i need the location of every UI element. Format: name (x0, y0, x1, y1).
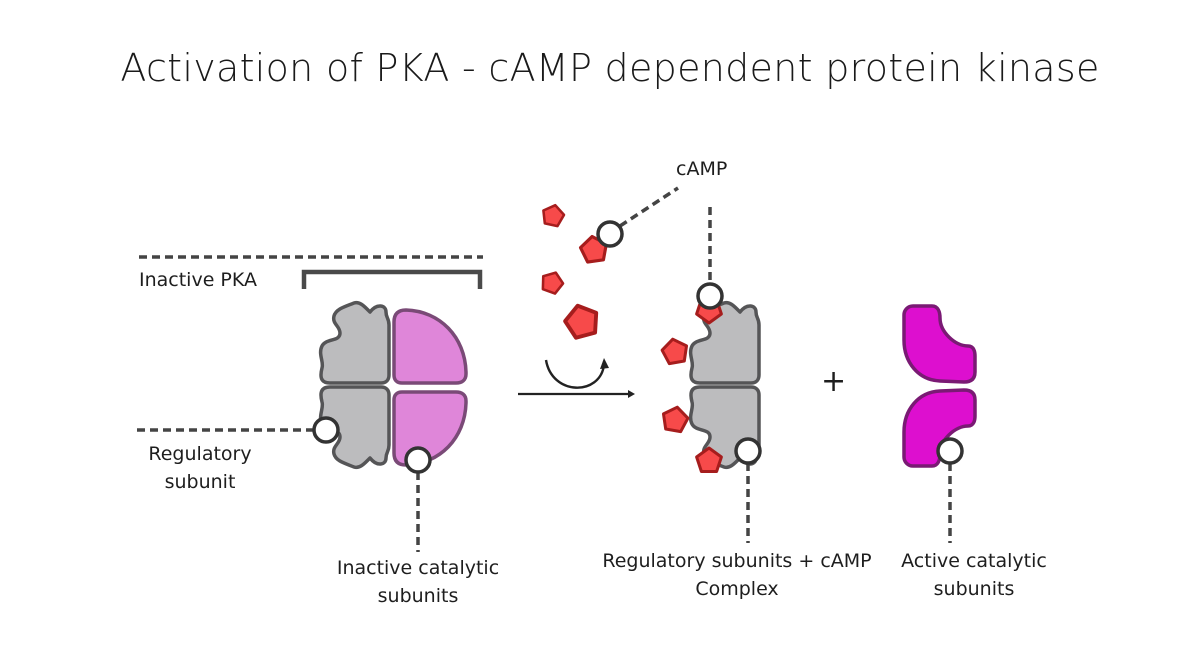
complex-marker (734, 437, 762, 465)
camp-molecule (537, 267, 567, 297)
camp-molecule (659, 403, 691, 434)
active-catalytic-subunit-top (902, 304, 977, 384)
active-catalytic-subunits (902, 304, 977, 468)
camp-molecule (560, 299, 604, 342)
regulatory-label: Regulatory subunit (148, 443, 252, 493)
complex-top-marker (696, 282, 724, 310)
inactive-pka-label: Inactive PKA (139, 269, 258, 291)
camp-label: cAMP (676, 158, 728, 180)
inactive-catalytic-label: Inactive catalytic subunits (336, 557, 500, 607)
active-catalytic-marker (936, 437, 964, 465)
inactive-catalytic-subunit-top (392, 308, 468, 385)
active-catalytic-label: Active catalytic subunits (901, 550, 1047, 600)
camp-marker (596, 220, 624, 248)
complex-label: Regulatory subunits + cAMP Complex (602, 550, 872, 600)
plus-sign: + (821, 364, 847, 399)
inactive-pka-complex (318, 300, 468, 470)
inactive-catalytic-marker (404, 446, 432, 474)
page-title: Activation of PKA - cAMP dependent prote… (120, 46, 1100, 90)
camp-molecules (537, 201, 611, 342)
regulatory-marker (312, 416, 340, 444)
regulatory-subunit-top (318, 300, 391, 385)
camp-molecule (659, 335, 691, 366)
camp-molecule (539, 201, 567, 229)
reaction-arrow (518, 358, 635, 398)
inactive-pka-bracket (301, 269, 483, 289)
camp-leader (619, 186, 679, 228)
